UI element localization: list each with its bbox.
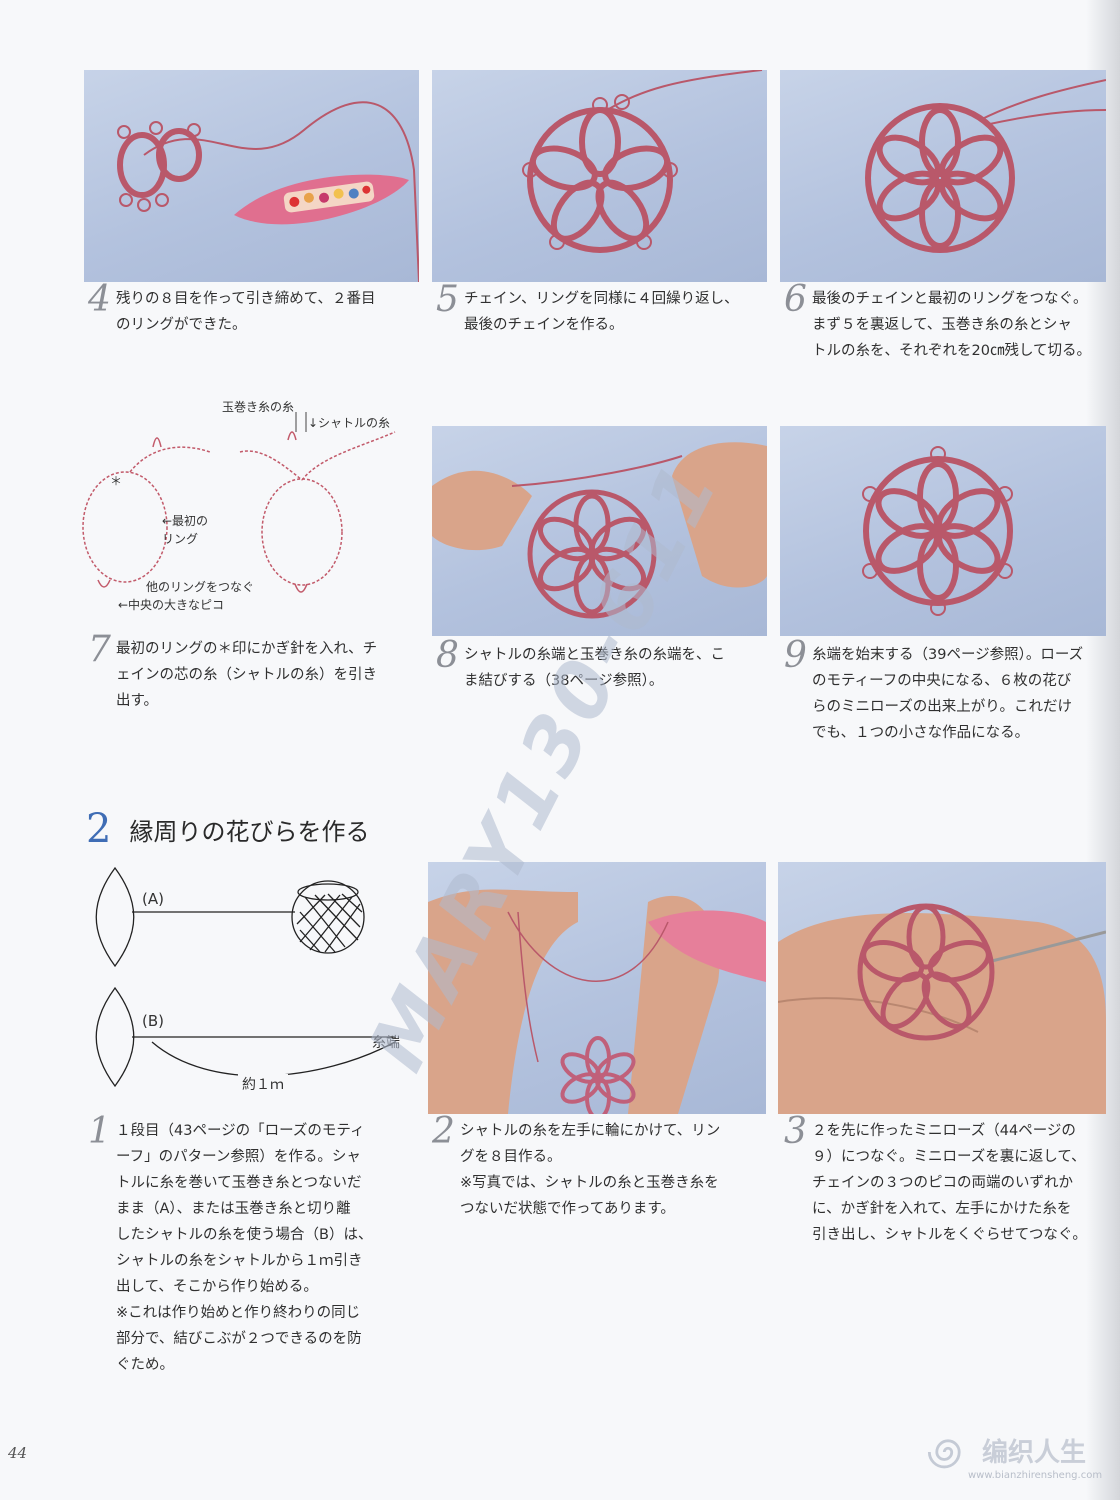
step-number: 2	[432, 1111, 455, 1152]
diagram-ring-join: 玉巻き糸の糸 ↓シャトルの糸 ＊ ←最初の リング 他のリングをつなぐ ←中央の…	[70, 392, 420, 622]
label-thread-end: 糸端	[372, 1035, 400, 1051]
step-text: 最後のチェインと最初のリングをつなぐ。 まず５を裏返して、玉巻き糸の糸とシャ ト…	[812, 291, 1092, 359]
step-5: 5 チェイン、リングを同様に４回繰り返し、 最後のチェインを作る。	[436, 282, 766, 346]
label-ball-thread: 玉巻き糸の糸	[222, 400, 295, 414]
step-8: 8 シャトルの糸端と玉巻き糸の糸端を、こ ま結びする（38ページ参照）。	[436, 638, 766, 702]
step-text: １段目（43ページの「ローズのモティ ーフ」のパターン参照）を作る。シャ トルに…	[116, 1123, 373, 1373]
photo-step-5	[432, 70, 767, 282]
label-first-ring: ←最初の リング	[162, 514, 209, 546]
photo-bottom-step-3	[778, 862, 1106, 1114]
step-text: 糸端を始末する（39ページ参照）。ローズ のモティーフの中央になる、６枚の花び …	[812, 647, 1084, 741]
label-shuttle-thread: ↓シャトルの糸	[308, 416, 391, 430]
step-bottom-3: 3 ２を先に作ったミニローズ（44ページの ９）につなぐ。ミニローズを裏に返して…	[784, 1114, 1104, 1258]
swirl-logo-icon	[927, 1439, 961, 1469]
photo-step-9-drawing	[862, 446, 1013, 616]
step-bottom-2: 2 シャトルの糸を左手に輪にかけて、リン グを８目作る。 ※写真では、シャトルの…	[432, 1114, 766, 1228]
step-text: シャトルの糸を左手に輪にかけて、リン グを８目作る。 ※写真では、シャトルの糸と…	[460, 1123, 721, 1217]
step-4: 4 残りの８目を作って引き締めて、２番目 のリングができた。	[88, 282, 418, 346]
step-text: チェイン、リングを同様に４回繰り返し、 最後のチェインを作る。	[464, 291, 739, 333]
step-number: 4	[88, 279, 111, 320]
photo-step-5-drawing	[522, 70, 763, 253]
step-number: 5	[436, 279, 459, 320]
step-7: 7 最初のリングの＊印にかぎ針を入れ、チ ェインの芯の糸（シャトルの糸）を引き …	[88, 632, 418, 716]
label-option-b: (B)	[142, 1012, 164, 1030]
site-logo-name: 编织人生	[982, 1438, 1087, 1468]
step-text: シャトルの糸端と玉巻き糸の糸端を、こ ま結びする（38ページ参照）。	[464, 647, 725, 689]
step-number: 7	[88, 629, 111, 670]
section-heading: 2 縁周りの花びらを作る	[86, 806, 369, 852]
step-number: 8	[436, 635, 459, 676]
label-option-a: (A)	[142, 890, 164, 908]
step-text: 残りの８目を作って引き締めて、２番目 のリングができた。	[116, 291, 376, 333]
photo-step-9	[780, 426, 1106, 636]
diagram-shuttle-setup: (A) (B) 糸端 約１ｍ	[90, 862, 420, 1102]
step-number: 1	[88, 1111, 111, 1152]
section-number: 2	[86, 806, 112, 852]
site-logo-url: www.bianzhirensheng.com	[968, 1470, 1103, 1481]
photo-step-6-drawing	[865, 79, 1106, 253]
step-bottom-1: 1 １段目（43ページの「ローズのモティ ーフ」のパターン参照）を作る。シャ ト…	[88, 1114, 418, 1388]
step-number: 3	[784, 1111, 807, 1152]
step-text: ２を先に作ったミニローズ（44ページの ９）につなぐ。ミニローズを裏に返して、 …	[812, 1123, 1087, 1243]
page-number: 44	[8, 1444, 28, 1462]
label-star: ＊	[110, 474, 123, 488]
step-number: 6	[784, 279, 807, 320]
label-center-picot: ←中央の大きなピコ	[118, 598, 225, 612]
step-9: 9 糸端を始末する（39ページ参照）。ローズ のモティーフの中央になる、６枚の花…	[784, 638, 1104, 752]
photo-step-6	[780, 70, 1106, 282]
photo-step-8-drawing	[432, 442, 767, 619]
shuttle-setup-drawing	[95, 866, 396, 1088]
photo-bottom-step-3-drawing	[778, 903, 1106, 1114]
section-title: 縁周りの花びらを作る	[129, 817, 370, 846]
site-logo: 编织人生 www.bianzhirensheng.com	[920, 1420, 1110, 1490]
photo-step-8	[432, 426, 767, 636]
label-join-ring: 他のリングをつなぐ	[146, 580, 255, 594]
photo-step-4	[84, 70, 419, 282]
photo-step-4-drawing	[117, 101, 419, 282]
ring-join-drawing	[82, 412, 396, 593]
label-length: 約１ｍ	[238, 1074, 288, 1094]
step-number: 9	[784, 635, 807, 676]
photo-bottom-step-2-drawing	[428, 889, 766, 1114]
step-text: 最初のリングの＊印にかぎ針を入れ、チ ェインの芯の糸（シャトルの糸）を引き 出す…	[116, 641, 378, 709]
step-6: 6 最後のチェインと最初のリングをつなぐ。 まず５を裏返して、玉巻き糸の糸とシャ…	[784, 282, 1104, 366]
photo-bottom-step-2	[428, 862, 766, 1114]
